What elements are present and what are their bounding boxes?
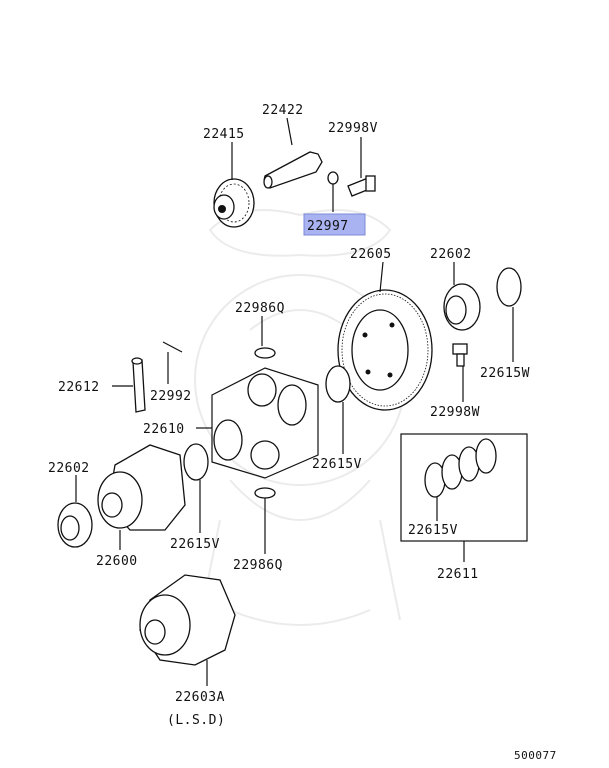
label-22615v-left[interactable]: 22615V (170, 537, 220, 552)
label-22415[interactable]: 22415 (203, 127, 245, 142)
washer-22986q-bottom-drawing (254, 487, 276, 499)
pin-22992-drawing (162, 341, 183, 353)
diff-case-22600-drawing (97, 444, 186, 531)
label-22615v-mid[interactable]: 22615V (312, 457, 362, 472)
label-22602-upper[interactable]: 22602 (430, 247, 472, 262)
label-22615w[interactable]: 22615W (480, 366, 530, 381)
label-lsd: (L.S.D) (167, 713, 225, 728)
o-ring-22997-drawing (327, 171, 339, 185)
highlight-box-22997 (303, 213, 366, 236)
lsd-case-22603a-drawing (139, 574, 236, 666)
label-22600[interactable]: 22600 (96, 554, 138, 569)
label-22422[interactable]: 22422 (262, 103, 304, 118)
shim-22615v-left-drawing (183, 443, 209, 481)
label-22615v-right[interactable]: 22615V (408, 523, 458, 538)
shim-22615w-drawing (496, 267, 522, 307)
bolt-22998v-drawing (347, 175, 376, 197)
shaft-22422-drawing (263, 151, 323, 189)
diagram-code: 500077 (514, 749, 557, 762)
leader-lines (75, 117, 514, 686)
label-22986q-bottom[interactable]: 22986Q (233, 558, 283, 573)
label-22611[interactable]: 22611 (437, 567, 479, 582)
bearing-22602-upper-drawing (443, 283, 481, 331)
bolt-22998w-drawing (452, 343, 468, 367)
shim-22615v-mid-drawing (325, 365, 351, 403)
ring-gear-22605-drawing (337, 289, 433, 411)
label-22998v[interactable]: 22998V (328, 121, 378, 136)
washer-22986q-top-drawing (254, 347, 276, 359)
label-22605[interactable]: 22605 (350, 247, 392, 262)
label-22992[interactable]: 22992 (150, 389, 192, 404)
clutch-set-22611-drawing (400, 433, 528, 542)
label-22998w[interactable]: 22998W (430, 405, 480, 420)
label-22612[interactable]: 22612 (58, 380, 100, 395)
label-22602-lower[interactable]: 22602 (48, 461, 90, 476)
gear-set-22610-drawing (211, 367, 319, 479)
label-22603a[interactable]: 22603A (175, 690, 225, 705)
label-22986q-top[interactable]: 22986Q (235, 301, 285, 316)
bearing-22602-lower-drawing (57, 502, 93, 548)
pinion-shaft-22612-drawing (131, 357, 146, 413)
gear-22415-drawing (213, 178, 255, 228)
label-22610[interactable]: 22610 (143, 422, 185, 437)
label-22997[interactable]: 22997 (307, 219, 349, 234)
